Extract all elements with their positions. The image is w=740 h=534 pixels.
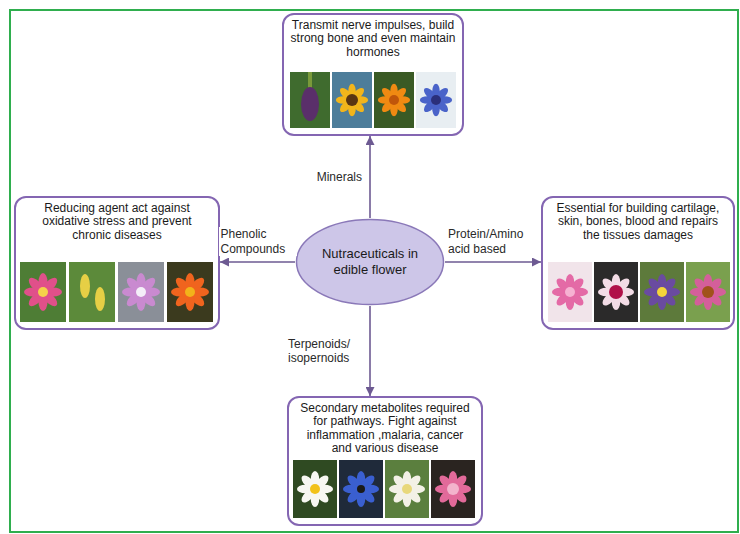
sunflower-photo <box>332 72 372 128</box>
flower-centre <box>657 287 667 297</box>
box-text: Reducing agent act against oxidative str… <box>22 202 212 242</box>
flower-centre <box>357 485 365 493</box>
pea-flower-photo <box>69 262 115 322</box>
edge-label: Protein/Amino acid based <box>446 227 540 256</box>
text-holder: Reducing agent act against oxidative str… <box>16 198 218 244</box>
pink-fluffy-flower-photo <box>548 262 592 322</box>
flower-centre <box>702 286 714 298</box>
flower-petals <box>122 273 160 311</box>
echinacea-photo <box>686 262 730 322</box>
nasturtium-photo <box>167 262 213 322</box>
dahlia-photo <box>431 460 475 518</box>
calendula-photo <box>374 72 414 128</box>
edge-label: Phenolic Compounds <box>219 227 297 256</box>
photo-ground <box>416 72 456 128</box>
flower-centre <box>346 94 358 106</box>
phenolic-box: Reducing agent act against oxidative str… <box>14 196 220 330</box>
photo-ground <box>640 262 684 322</box>
flower-centre <box>565 287 575 297</box>
flower-centre <box>447 483 459 495</box>
dianthus-photo <box>594 262 638 322</box>
flower-petals <box>297 471 333 507</box>
flower-petals <box>378 84 410 116</box>
flower-petals <box>598 274 634 310</box>
photo-ground <box>374 72 414 128</box>
edge-label: Terpenoids/ isopernoids <box>286 337 364 366</box>
box-text: Essential for building cartilage, skin, … <box>549 202 727 242</box>
text-holder: Essential for building cartilage, skin, … <box>543 198 733 244</box>
box-text: Transmit nerve impulses, build strong bo… <box>290 19 456 59</box>
flower-bud <box>301 87 319 121</box>
photo-ground <box>118 262 164 322</box>
flower-petals <box>435 471 471 507</box>
text-holder: Transmit nerve impulses, build strong bo… <box>284 15 462 61</box>
protein-box: Essential for building cartilage, skin, … <box>541 196 735 330</box>
flower-centre <box>389 95 399 105</box>
flower-petals <box>552 274 588 310</box>
pea-pod <box>95 287 105 311</box>
pea-pod <box>80 274 90 298</box>
edge-label: Minerals <box>315 170 364 184</box>
photo-ground <box>69 262 115 322</box>
flower-centre <box>310 484 320 494</box>
photo-ground <box>332 72 372 128</box>
photo-ground <box>339 460 383 518</box>
green-frame <box>10 10 738 532</box>
photo-ground <box>293 460 337 518</box>
text-holder: Nutraceuticals in edible flower <box>310 246 430 277</box>
photo-ground <box>686 262 730 322</box>
pansy-photo <box>640 262 684 322</box>
banana-flower-photo <box>290 72 330 128</box>
photo-ground <box>385 460 429 518</box>
centre-ellipse: Nutraceuticals in edible flower <box>295 218 445 306</box>
terpenoid-box: Secondary metabolites required for pathw… <box>287 396 483 526</box>
flower-stem <box>308 72 312 88</box>
photo-ground <box>431 460 475 518</box>
ellipse-shape <box>297 220 444 305</box>
connector-arrow <box>369 136 371 218</box>
flower-petals <box>24 273 62 311</box>
flower-petals <box>389 471 425 507</box>
connector-arrow <box>369 306 371 396</box>
borage-photo <box>339 460 383 518</box>
white-flower-photo <box>385 460 429 518</box>
flower-petals <box>420 84 452 116</box>
connector-arrow <box>445 261 541 263</box>
flower-petals <box>171 273 209 311</box>
flower-petals <box>690 274 726 310</box>
photo-ground <box>167 262 213 322</box>
photo-ground <box>20 262 66 322</box>
orchid-photo <box>118 262 164 322</box>
box-text: Secondary metabolites required for pathw… <box>295 402 475 456</box>
flower-petals <box>644 274 680 310</box>
photo-ground <box>548 262 592 322</box>
centre-title: Nutraceuticals in edible flower <box>310 246 430 277</box>
flower-centre <box>185 287 195 297</box>
connector-arrow <box>220 261 295 263</box>
text-holder: Secondary metabolites required for pathw… <box>289 398 481 458</box>
flower-centre <box>136 287 146 297</box>
photo-ground <box>594 262 638 322</box>
daisy-photo <box>293 460 337 518</box>
minerals-box: Transmit nerve impulses, build strong bo… <box>282 13 464 136</box>
cornflower-photo <box>416 72 456 128</box>
poppy-photo <box>20 262 66 322</box>
flower-centre <box>609 285 623 299</box>
flower-centre <box>402 484 412 494</box>
flower-petals <box>336 84 368 116</box>
photo-ground <box>290 72 330 128</box>
flower-petals <box>343 471 379 507</box>
flower-centre <box>431 95 441 105</box>
flower-centre <box>38 287 48 297</box>
